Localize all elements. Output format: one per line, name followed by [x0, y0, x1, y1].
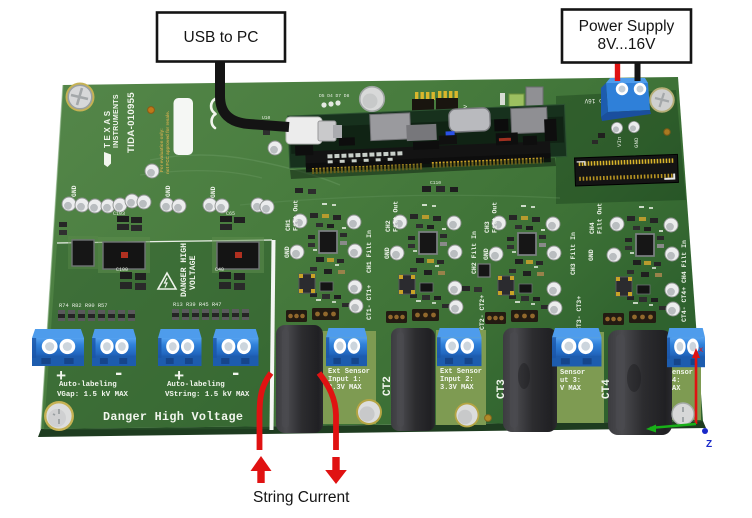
svg-text:GND: GND [588, 249, 595, 261]
svg-text:CT3: CT3 [496, 379, 508, 399]
svg-text:x: x [699, 345, 703, 354]
svg-text:Ext Sensor: Ext Sensor [440, 368, 482, 376]
svg-text:ut 3:: ut 3: [560, 377, 581, 385]
svg-text:Auto-labeling: Auto-labeling [167, 381, 225, 389]
svg-text:GND: GND [483, 248, 490, 260]
svg-text:Filt Out: Filt Out [597, 203, 604, 234]
svg-text:Filt Out: Filt Out [393, 201, 400, 232]
svg-text:CH3 Filt In: CH3 Filt In [570, 232, 577, 275]
svg-text:Auto-labeling: Auto-labeling [59, 381, 117, 389]
svg-text:AX: AX [672, 385, 681, 393]
svg-text:GND: GND [384, 247, 391, 259]
svg-text:U10: U10 [262, 115, 271, 121]
svg-text:ensor: ensor [672, 369, 693, 377]
svg-text:CH4: CH4 [589, 222, 596, 234]
svg-text:C110: C110 [430, 180, 441, 186]
svg-text:-: - [230, 363, 241, 385]
svg-text:CH1 Filt In: CH1 Filt In [366, 230, 373, 273]
svg-text:CT2: CT2 [382, 376, 394, 396]
svg-text:VGap: 1.5 kV MAX: VGap: 1.5 kV MAX [57, 391, 129, 399]
svg-text:C65: C65 [226, 211, 235, 217]
svg-text:VString: 1.5 kV MAX: VString: 1.5 kV MAX [165, 391, 250, 399]
svg-text:8V to 16V: 8V to 16V [584, 97, 617, 104]
svg-text:4:: 4: [672, 377, 680, 385]
svg-text:+: + [174, 368, 184, 387]
svg-text:C103: C103 [113, 211, 125, 217]
svg-text:GND: GND [71, 185, 78, 197]
svg-text:C40: C40 [215, 267, 224, 273]
svg-text:TIDA-010955: TIDA-010955 [126, 92, 137, 153]
svg-text:Filt Out: Filt Out [293, 200, 300, 231]
svg-text:GND: GND [210, 186, 217, 198]
svg-text:D5 D4 D7 D8: D5 D4 D7 D8 [319, 93, 350, 99]
svg-text:CT2- CT2+: CT2- CT2+ [479, 295, 486, 330]
svg-text:+: + [56, 368, 66, 387]
svg-text:GND: GND [165, 185, 172, 197]
svg-text:C100: C100 [116, 267, 128, 273]
svg-text:DANGER HIGH: DANGER HIGH [180, 243, 189, 297]
svg-text:VIn: VIn [616, 137, 623, 147]
svg-text:CH2: CH2 [385, 220, 392, 232]
svg-text:TEXAS: TEXAS [103, 108, 112, 148]
svg-text:8V...16V: 8V...16V [597, 36, 656, 53]
svg-text:For evaluation only:: For evaluation only: [159, 128, 164, 172]
svg-text:USB to PC: USB to PC [184, 29, 259, 46]
svg-text:3.3V MAX: 3.3V MAX [328, 384, 362, 392]
svg-text:R13 R39 R45 R47: R13 R39 R45 R47 [173, 302, 222, 308]
svg-text:CH2 Filt In: CH2 Filt In [471, 231, 478, 274]
svg-text:Sensor: Sensor [560, 369, 585, 377]
svg-text:Input 2:: Input 2: [440, 376, 474, 384]
svg-text:Filt Out: Filt Out [492, 202, 499, 233]
svg-text:V MAX: V MAX [560, 385, 582, 393]
svg-text:Z: Z [706, 439, 712, 450]
svg-text:CT4: CT4 [601, 379, 613, 399]
svg-text:GND: GND [284, 246, 291, 258]
svg-text:Ext Sensor: Ext Sensor [328, 368, 370, 376]
svg-text:CH1: CH1 [285, 219, 292, 231]
svg-text:VOLTAGE: VOLTAGE [189, 256, 198, 290]
svg-text:CT4- CT4+ CH4 Filt In: CT4- CT4+ CH4 Filt In [681, 240, 688, 322]
svg-text:CH3: CH3 [484, 221, 491, 233]
svg-text:Danger High Voltage: Danger High Voltage [103, 410, 243, 424]
svg-text:3.3V MAX: 3.3V MAX [440, 384, 474, 392]
svg-text:String Current: String Current [253, 489, 350, 506]
svg-text:Input 1:: Input 1: [328, 376, 362, 384]
svg-text:R74 R82 R90 R57: R74 R82 R90 R57 [59, 303, 108, 309]
svg-text:Power Supply: Power Supply [579, 18, 675, 35]
svg-text:CT3- CT3+: CT3- CT3+ [576, 296, 583, 331]
svg-text:not FCC approved for resale.: not FCC approved for resale. [165, 111, 170, 174]
svg-text:-: - [113, 363, 124, 385]
svg-text:GND: GND [633, 137, 640, 148]
svg-text:INSTRUMENTS: INSTRUMENTS [113, 94, 120, 148]
svg-text:CT1- CT1+: CT1- CT1+ [366, 285, 373, 320]
